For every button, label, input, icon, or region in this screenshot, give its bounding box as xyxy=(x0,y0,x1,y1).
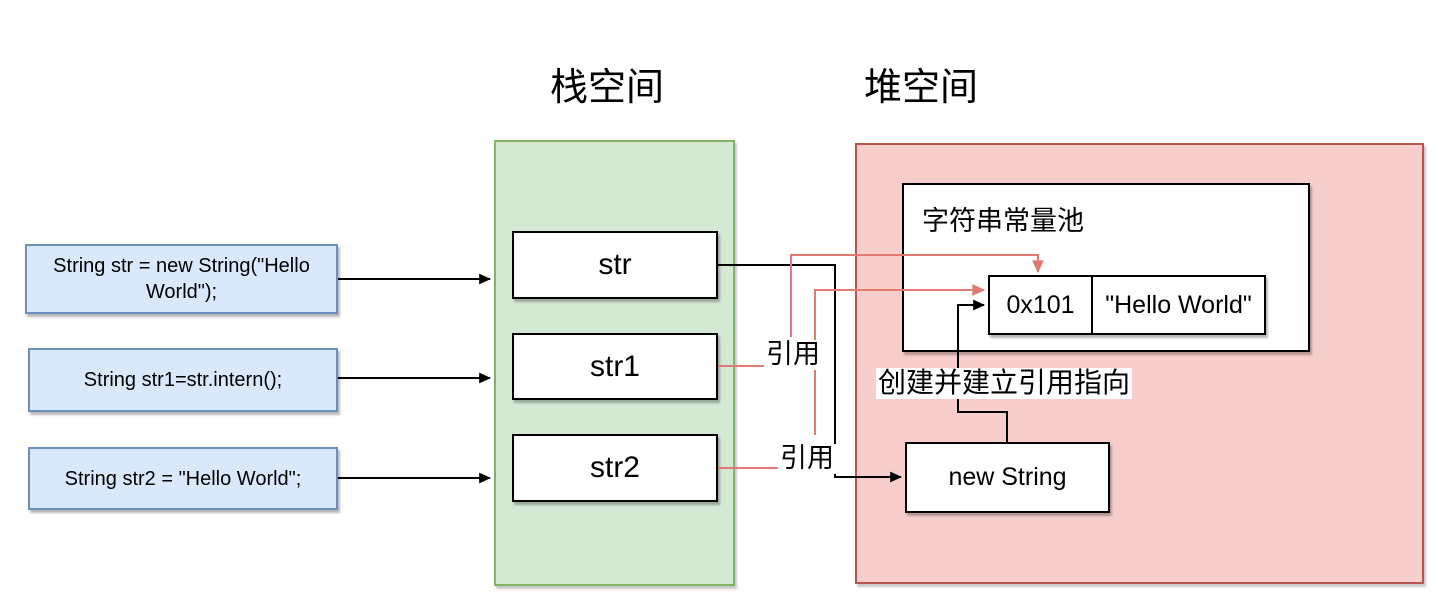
stack-space-header: 栈空间 xyxy=(550,67,665,109)
ref-label-str1: 引用 xyxy=(764,339,822,370)
ref-label-str2: 引用 xyxy=(778,443,836,474)
pool-entry-box: 0x101 "Hello World" xyxy=(988,275,1266,335)
code-box-str: String str = new String("Hello World"); xyxy=(25,244,338,314)
pool-entry-address-cell: 0x101 xyxy=(990,277,1093,333)
code-box-str1: String str1=str.intern(); xyxy=(28,348,338,412)
stack-var-str1: str1 xyxy=(512,333,718,400)
new-string-box: new String xyxy=(905,442,1110,513)
create-reference-label: 创建并建立引用指向 xyxy=(876,367,1133,399)
stack-var-str: str xyxy=(512,231,718,299)
code-box-str2: String str2 = "Hello World"; xyxy=(28,447,338,510)
pool-entry-value-cell: "Hello World" xyxy=(1105,290,1252,319)
heap-space-header: 堆空间 xyxy=(864,67,979,109)
stack-var-str2: str2 xyxy=(512,434,718,502)
string-constant-pool-title: 字符串常量池 xyxy=(922,206,1084,236)
